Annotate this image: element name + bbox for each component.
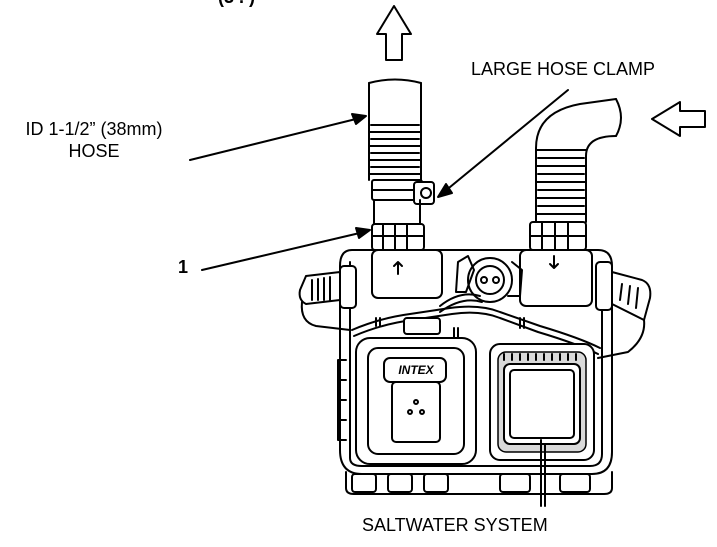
hose-leader-arrowhead xyxy=(351,113,367,125)
clamp-leader-arrowhead xyxy=(437,183,453,198)
clamp-leader-line xyxy=(443,89,569,193)
right-connector-nut xyxy=(529,221,587,251)
hose-label: ID 1-1/2” (38mm) HOSE xyxy=(14,118,174,162)
left-side-handle xyxy=(298,265,357,331)
callout-number-label: 1 xyxy=(178,257,189,277)
right-side-handle xyxy=(595,261,652,359)
clamp-label: LARGE HOSE CLAMP xyxy=(471,59,656,79)
hose-label-line2: HOSE xyxy=(68,141,120,161)
inlet-flow-arrow xyxy=(651,101,706,137)
electrolytic-cell xyxy=(489,343,595,461)
callout-1-leader-line xyxy=(201,231,365,271)
left-hose xyxy=(368,78,422,181)
saltwater-system-label: SALTWATER SYSTEM xyxy=(362,515,548,535)
large-hose-clamp xyxy=(371,179,435,225)
pump-base xyxy=(337,359,613,495)
outlet-flow-arrow xyxy=(376,5,412,61)
brand-logo: INTEX xyxy=(398,363,434,377)
left-connector-nut xyxy=(371,223,425,251)
hose-leader-line xyxy=(189,117,361,161)
right-hose xyxy=(535,98,622,223)
callout-1-leader-arrowhead xyxy=(355,227,371,239)
top-heading-fragment: (3 . ) xyxy=(218,0,255,8)
control-unit xyxy=(355,337,477,465)
hose-label-line1: ID 1-1/2” (38mm) xyxy=(25,119,163,139)
